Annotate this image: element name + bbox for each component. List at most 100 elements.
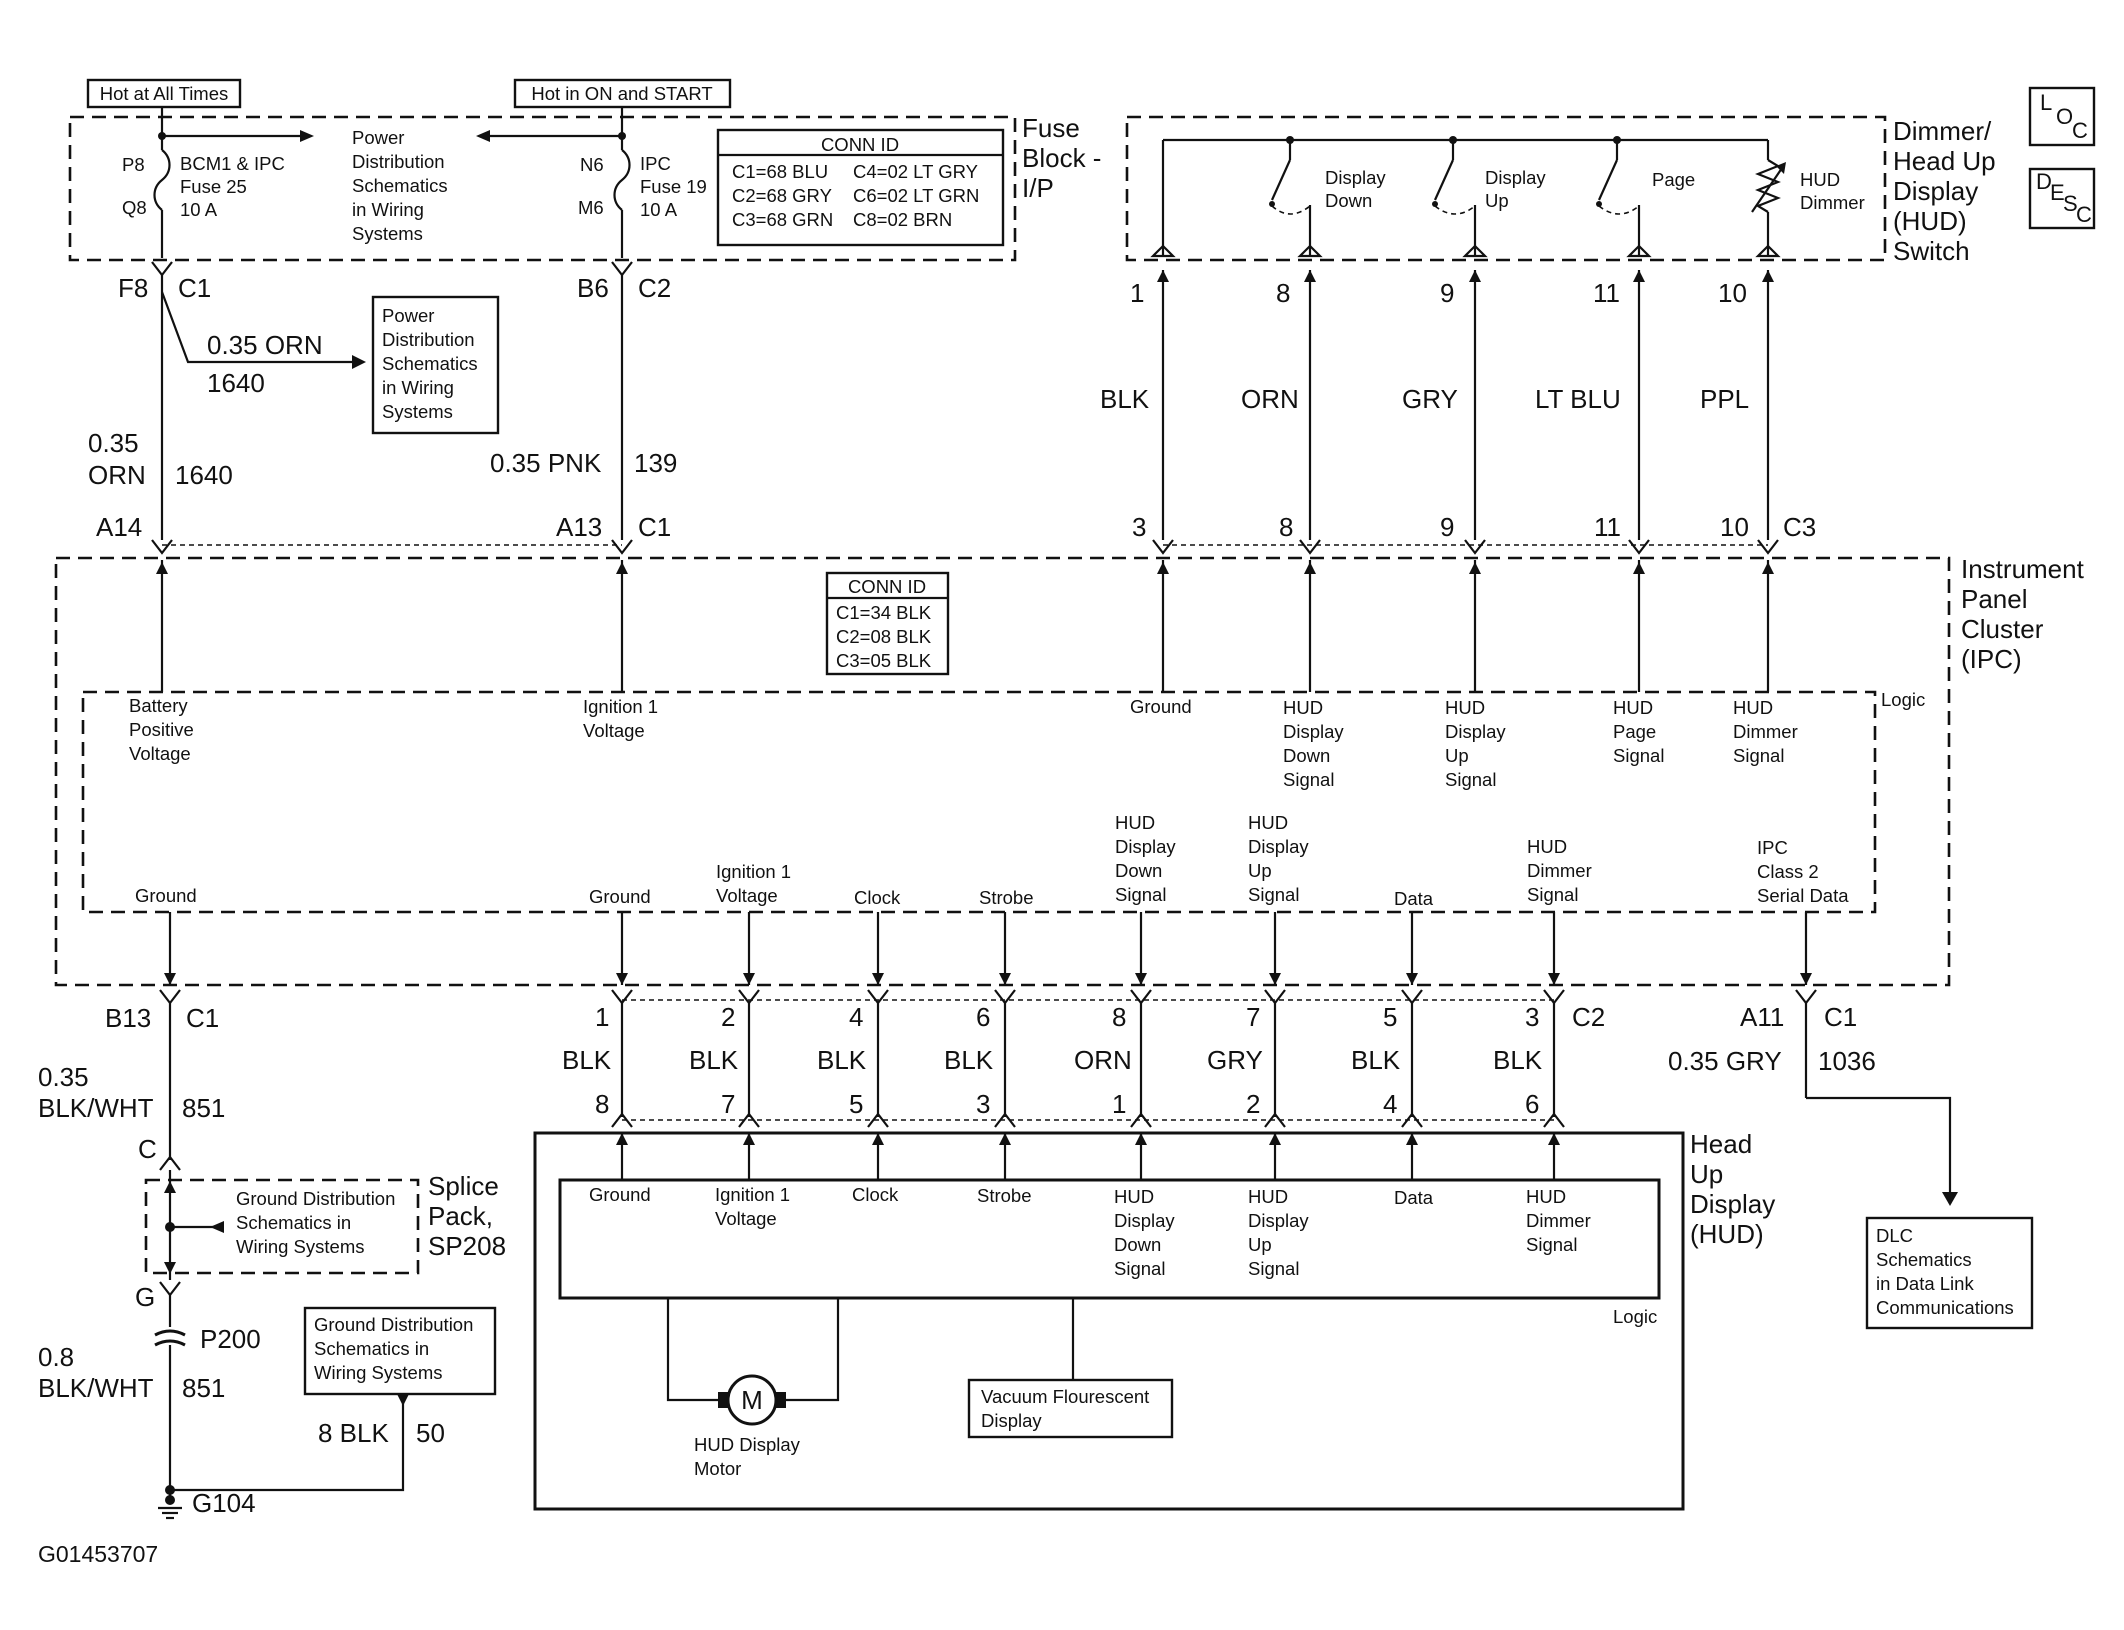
hud-label-ign-2: Voltage bbox=[715, 1208, 777, 1229]
ipc-title-4: (IPC) bbox=[1961, 644, 2022, 674]
ground-wire1-circuit: 851 bbox=[182, 1093, 225, 1123]
wire-mid-circuit: 139 bbox=[634, 448, 677, 478]
ipc-pin-11: 11 bbox=[1594, 512, 1621, 542]
ipc-top-battery-1: Battery bbox=[129, 695, 188, 716]
switch-display-up-1: Display bbox=[1485, 167, 1546, 188]
hud-label-dim-1: HUD bbox=[1526, 1186, 1566, 1207]
c2-color-2: BLK bbox=[689, 1045, 739, 1075]
hot-in-on-start-label: Hot in ON and START bbox=[531, 83, 712, 104]
fuse-block-conn-id: CONN ID C1=68 BLU C4=02 LT GRY C2=68 GRY… bbox=[716, 128, 1005, 247]
figure-id: G01453707 bbox=[38, 1541, 158, 1567]
c2-top-pin-3: 3 bbox=[1525, 1002, 1539, 1032]
display-up-switch-icon bbox=[1432, 140, 1488, 258]
c2-color-1: BLK bbox=[562, 1045, 612, 1075]
ipc-logic-label: Logic bbox=[1881, 689, 1925, 710]
splice-g-label: G bbox=[135, 1282, 155, 1312]
ipc-bot-du-2: Display bbox=[1248, 836, 1309, 857]
pin-a14: A14 bbox=[96, 512, 142, 542]
switch-color-ltblu: LT BLU bbox=[1535, 384, 1621, 414]
hud-label-strobe: Strobe bbox=[977, 1185, 1032, 1206]
hud-label-dd-3: Down bbox=[1114, 1234, 1161, 1255]
c2-bot-pin-6: 6 bbox=[1525, 1089, 1539, 1119]
conn-id-r3c1: C3=68 GRN bbox=[732, 209, 833, 230]
switch-display-down-1: Display bbox=[1325, 167, 1386, 188]
ipc-top-dd-4: Signal bbox=[1283, 769, 1334, 790]
hud-logic-label: Logic bbox=[1613, 1306, 1657, 1327]
svg-text:S: S bbox=[2063, 191, 2078, 216]
arrow-left-icon bbox=[210, 1221, 224, 1233]
ipc-pin-8: 8 bbox=[1279, 512, 1293, 542]
ipc-bot-class2-2: Class 2 bbox=[1757, 861, 1819, 882]
power-dist-line1: Power bbox=[352, 127, 404, 148]
ipc-bot-dim-2: Dimmer bbox=[1527, 860, 1592, 881]
fuse19-line1: IPC bbox=[640, 153, 671, 174]
c2-color-6: GRY bbox=[1207, 1045, 1263, 1075]
splice-box-line1: Ground Distribution bbox=[236, 1188, 395, 1209]
ipc-c2-connectors: 1 2 4 6 8 7 5 3 C2 BLK BLK BLK BLK ORN G… bbox=[159, 989, 1817, 1128]
ipc-bot-ground-left: Ground bbox=[135, 885, 197, 906]
conn-id-r2c1: C2=68 GRY bbox=[732, 185, 832, 206]
ipc-top-page-3: Signal bbox=[1613, 745, 1664, 766]
fuse25-top-pin: P8 bbox=[122, 154, 145, 175]
b6-pin: B6 bbox=[577, 273, 609, 303]
c2-wire-6 bbox=[994, 989, 1016, 1128]
c2-top-pin-1: 1 bbox=[595, 1002, 609, 1032]
g104-label: G104 bbox=[192, 1488, 256, 1518]
branch-box-line4: in Wiring bbox=[382, 377, 454, 398]
c2-wire-1 bbox=[611, 989, 633, 1128]
power-dist-line4: in Wiring bbox=[352, 199, 424, 220]
hud-label-du-4: Signal bbox=[1248, 1258, 1299, 1279]
splice-title-2: Pack, bbox=[428, 1201, 493, 1231]
hud-motor-label-1: HUD Display bbox=[694, 1434, 801, 1455]
ipc-top-dim-2: Dimmer bbox=[1733, 721, 1798, 742]
ipc-bot-strobe: Strobe bbox=[979, 887, 1034, 908]
fuse19-line3: 10 A bbox=[640, 199, 678, 220]
switch-color-gry: GRY bbox=[1402, 384, 1458, 414]
ipc-conn-id-2: C2=08 BLK bbox=[836, 626, 932, 647]
ipc-bot-dim-3: Signal bbox=[1527, 884, 1578, 905]
switch-display-up-2: Up bbox=[1485, 190, 1509, 211]
fuse-block-title-1: Fuse bbox=[1022, 113, 1080, 143]
ipc-bot-du-4: Signal bbox=[1248, 884, 1299, 905]
ipc-pin-9: 9 bbox=[1440, 512, 1454, 542]
motor-icon: M bbox=[726, 1374, 778, 1426]
ipc-pin-conn-c3: C3 bbox=[1783, 512, 1816, 542]
ground-box-line2: Schematics in bbox=[314, 1338, 429, 1359]
wire-left-circuit: 1640 bbox=[175, 460, 233, 490]
branch-box-line5: Systems bbox=[382, 401, 453, 422]
ipc-bot-dim-1: HUD bbox=[1527, 836, 1567, 857]
svg-text:C: C bbox=[2072, 118, 2088, 143]
arrow-left-icon bbox=[476, 130, 490, 142]
ipc-top-ign-2: Voltage bbox=[583, 720, 645, 741]
ipc-bot-clock: Clock bbox=[854, 887, 901, 908]
a11-circuit: 1036 bbox=[1818, 1046, 1876, 1076]
ipc-top-page-1: HUD bbox=[1613, 697, 1653, 718]
conn-id-r1c1: C1=68 BLU bbox=[732, 161, 828, 182]
c2-wire-2 bbox=[738, 989, 760, 1128]
fuse25-line2: Fuse 25 bbox=[180, 176, 247, 197]
arrow-right-icon bbox=[300, 130, 314, 142]
switch-color-orn: ORN bbox=[1241, 384, 1299, 414]
b13-conn: C1 bbox=[186, 1003, 219, 1033]
splice-box-line2: Schematics in bbox=[236, 1212, 351, 1233]
hud-label-dd-4: Signal bbox=[1114, 1258, 1165, 1279]
fuse25-line1: BCM1 & IPC bbox=[180, 153, 285, 174]
ipc-top-battery-3: Voltage bbox=[129, 743, 191, 764]
display-down-switch-icon bbox=[1269, 140, 1323, 258]
class2-serial-data: A11 C1 0.35 GRY 1036 DLC Schematics in D… bbox=[1668, 1002, 2034, 1330]
dimmer-title-1: Dimmer/ bbox=[1893, 116, 1992, 146]
dlc-line3: in Data Link bbox=[1876, 1273, 1974, 1294]
ipc-bot-class2-1: IPC bbox=[1757, 837, 1788, 858]
hud-title-1: Head bbox=[1690, 1129, 1752, 1159]
c2-wire-5 bbox=[1401, 989, 1423, 1128]
ground-wire1-gauge: 0.35 bbox=[38, 1062, 89, 1092]
c2-bot-pin-2: 2 bbox=[1246, 1089, 1260, 1119]
ipc-bot-ign-1: Ignition 1 bbox=[716, 861, 791, 882]
arrow-right-icon bbox=[352, 355, 366, 369]
c2-color-5: ORN bbox=[1074, 1045, 1132, 1075]
hud-motor-label-2: Motor bbox=[694, 1458, 741, 1479]
dimmer-hud-switch: Display Down Display Up Page bbox=[1125, 115, 1996, 266]
svg-text:L: L bbox=[2040, 90, 2052, 115]
wire-mid-label: 0.35 PNK bbox=[490, 448, 602, 478]
